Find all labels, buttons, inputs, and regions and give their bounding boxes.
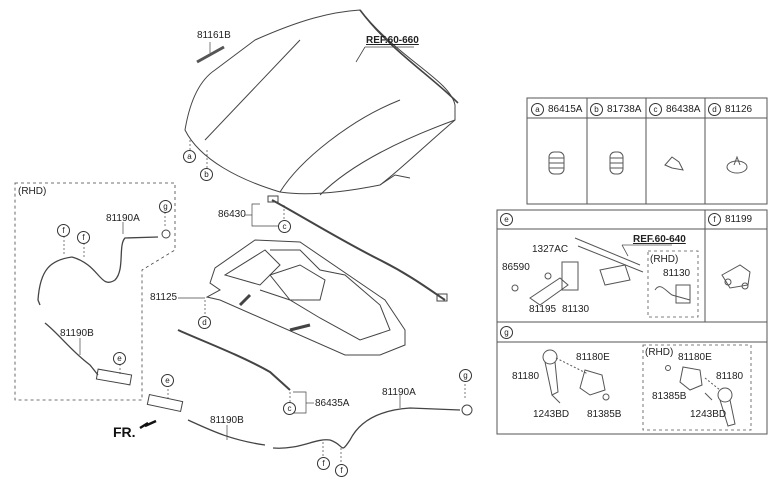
section-g-header: g bbox=[500, 326, 517, 339]
rhd-cable-b-part-number: 81190B bbox=[60, 328, 94, 339]
clip-icon bbox=[664, 156, 684, 171]
rhd-handle-bracket-part-number: 81180E bbox=[678, 352, 712, 363]
handle-nut-part-number: 81385B bbox=[587, 409, 622, 420]
callout-f-main-1: f bbox=[317, 457, 330, 470]
bumper-stop-icon bbox=[609, 151, 624, 175]
part-number: 81126 bbox=[725, 104, 753, 116]
stay-rod-drawing bbox=[196, 42, 225, 64]
release-handle-icon bbox=[721, 264, 751, 290]
front-direction-label: FR. bbox=[113, 424, 136, 440]
fastener-icon bbox=[726, 155, 748, 174]
callout-f-rhd-1: f bbox=[57, 224, 70, 237]
hood-panel-drawing bbox=[184, 9, 459, 196]
callout-e-rhd: e bbox=[113, 352, 126, 365]
latch-ref-label: REF.60-640 bbox=[633, 234, 686, 245]
weatherstrip-lower-drawing bbox=[177, 329, 291, 391]
bolt-part-number: 1327AC bbox=[532, 244, 569, 255]
hood-ref-label: REF.60-660 bbox=[366, 35, 419, 46]
part-number: 81199 bbox=[725, 214, 753, 226]
rhd-nut-part-number: 81385B bbox=[652, 391, 687, 402]
rhd-latch-label: (RHD) bbox=[650, 254, 679, 265]
callout-g-icon: g bbox=[500, 326, 513, 339]
callout-g-rhd: g bbox=[159, 200, 172, 213]
part-number: 86415A bbox=[548, 104, 583, 116]
callout-g-main: g bbox=[459, 369, 472, 382]
part-number: 86438A bbox=[666, 104, 701, 116]
rhd-region-label: (RHD) bbox=[18, 186, 47, 197]
rhd-release-handle-drawing bbox=[665, 365, 736, 427]
callout-a-icon: a bbox=[531, 103, 544, 116]
callout-d: d bbox=[198, 316, 211, 329]
nut-part-number: 86590 bbox=[502, 262, 530, 273]
parts-table-header-b: b 81738A bbox=[590, 103, 641, 116]
part-number: 81738A bbox=[607, 104, 642, 116]
rhd-cable-a-part-number: 81190A bbox=[106, 213, 140, 224]
weatherstrip-upper-part-number: 86430 bbox=[218, 209, 246, 220]
callout-b-icon: b bbox=[590, 103, 603, 116]
hood-insulator-drawing bbox=[205, 239, 406, 356]
stay-rod-part-number: 81161B bbox=[197, 30, 231, 41]
callout-d-icon: d bbox=[708, 103, 721, 116]
rhd-latch-drawing bbox=[654, 284, 691, 304]
callout-f-main-2: f bbox=[335, 464, 348, 477]
cable-b-part-number: 81190B bbox=[210, 415, 244, 426]
hood-latch-assembly-drawing bbox=[511, 237, 672, 306]
screw-part-number: 1243BD bbox=[533, 409, 570, 420]
callout-c-lower: c bbox=[283, 402, 296, 415]
parts-table-header-d: d 81126 bbox=[708, 103, 752, 116]
callout-f-icon: f bbox=[708, 213, 721, 226]
rhd-latch-part-number: 81130 bbox=[663, 268, 691, 279]
handle-bracket-part-number: 81180E bbox=[576, 352, 610, 363]
rhd-cable-region bbox=[14, 182, 176, 401]
handle-part-number: 81180 bbox=[512, 371, 540, 382]
latch-part-number: 81130 bbox=[562, 304, 590, 315]
rhd-handle-label: (RHD) bbox=[645, 347, 674, 358]
bumper-stop-icon bbox=[548, 151, 565, 175]
section-e-header: e bbox=[500, 213, 517, 226]
callout-f-rhd-2: f bbox=[77, 231, 90, 244]
bracket-part-number: 81195 bbox=[529, 304, 557, 315]
callout-e-icon: e bbox=[500, 213, 513, 226]
callout-c-icon: c bbox=[649, 103, 662, 116]
section-f-header: f 81199 bbox=[708, 213, 752, 226]
front-direction-arrow bbox=[139, 419, 157, 430]
parts-table-grid bbox=[496, 97, 768, 435]
parts-table-header-c: c 86438A bbox=[649, 103, 700, 116]
weatherstrip-lower-part-number: 86435A bbox=[315, 398, 350, 409]
rhd-handle-part-number: 81180 bbox=[716, 371, 744, 382]
callout-e-main: e bbox=[161, 374, 174, 387]
callout-a: a bbox=[183, 150, 196, 163]
callout-b: b bbox=[200, 168, 213, 181]
rhd-screw-part-number: 1243BD bbox=[690, 409, 727, 420]
parts-table-header-a: a 86415A bbox=[531, 103, 582, 116]
insulator-part-number: 81125 bbox=[150, 292, 178, 303]
weatherstrip-upper-drawing bbox=[267, 195, 448, 302]
callout-c-upper: c bbox=[278, 220, 291, 233]
cable-a-part-number: 81190A bbox=[382, 387, 416, 398]
release-handle-drawing bbox=[542, 349, 610, 404]
